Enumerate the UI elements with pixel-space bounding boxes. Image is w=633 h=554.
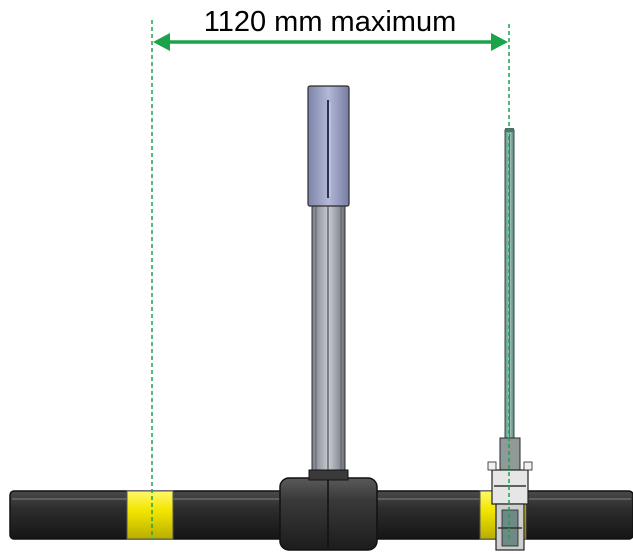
clamp-upper bbox=[499, 437, 521, 473]
clamp-body bbox=[491, 469, 529, 505]
clamp-tab bbox=[487, 461, 497, 471]
dimension-arrow-right-head bbox=[491, 33, 508, 51]
dimension-label: 1120 mm maximum bbox=[203, 6, 457, 38]
left-yellow-band bbox=[126, 490, 174, 540]
dimension-arrow-left-head bbox=[153, 33, 170, 51]
clamp-tab bbox=[523, 461, 533, 471]
housing-collar bbox=[308, 469, 349, 481]
